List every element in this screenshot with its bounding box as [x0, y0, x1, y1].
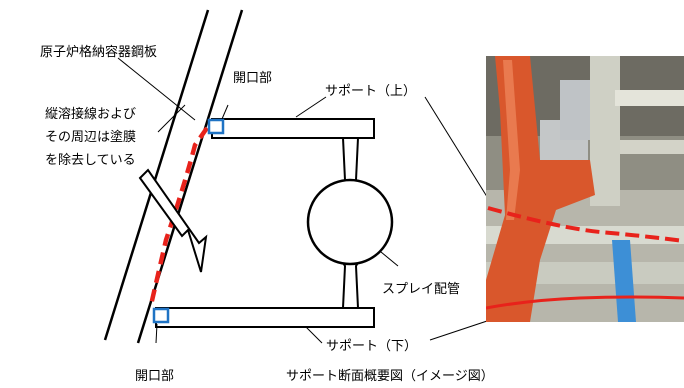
- weld-area-highlight: [148, 126, 209, 306]
- lightning-arrow-icon: [138, 168, 208, 273]
- leader-containment-plate: [117, 57, 196, 121]
- leader-opening-top: [221, 104, 229, 120]
- leader-support-top: [295, 96, 327, 118]
- support-top-beam: [211, 118, 375, 139]
- leader-photo-top: [424, 96, 495, 209]
- leader-weld-note: [157, 104, 186, 133]
- label-opening-bottom: 開口部: [135, 369, 174, 384]
- leader-support-bottom: [305, 326, 323, 344]
- opening-marker-bottom: [152, 307, 170, 324]
- plate-line-inner: [136, 9, 244, 344]
- spray-pipe-clamp: [306, 137, 394, 309]
- label-weld-note-3: を除去している: [45, 153, 136, 168]
- plate-line-outer: [103, 9, 210, 341]
- label-weld-note-1: 縦溶接線および: [45, 106, 136, 122]
- label-weld-note-2: その周辺は塗膜: [45, 129, 136, 145]
- photo-support-closeup: [486, 56, 684, 322]
- label-support-top: サポート（上）: [325, 84, 416, 99]
- diagram-caption: サポート断面概要図（イメージ図）: [286, 369, 494, 384]
- label-support-bottom: サポート（下）: [326, 339, 417, 354]
- opening-marker-top: [207, 118, 225, 135]
- label-containment-plate: 原子炉格納容器鋼板: [40, 44, 157, 60]
- leader-opening-bottom: [155, 323, 158, 344]
- support-bottom-beam: [155, 307, 375, 328]
- leader-spray-pipe: [380, 251, 399, 267]
- label-opening-top: 開口部: [233, 71, 272, 86]
- label-spray-pipe: スプレイ配管: [382, 282, 460, 297]
